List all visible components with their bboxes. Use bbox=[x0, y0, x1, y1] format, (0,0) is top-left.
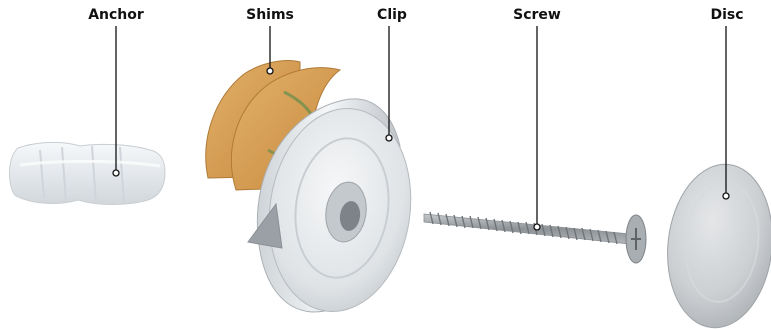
anchor-label: Anchor bbox=[88, 7, 144, 23]
screw-label: Screw bbox=[513, 7, 561, 23]
anchor-part bbox=[10, 142, 166, 204]
shims-leader-dot bbox=[267, 68, 273, 74]
clip-label: Clip bbox=[377, 7, 407, 23]
disc-part bbox=[660, 159, 771, 329]
disc-leader-dot bbox=[723, 193, 729, 199]
screw-part bbox=[424, 212, 646, 263]
leader-lines bbox=[113, 26, 729, 230]
anchor-leader-dot bbox=[113, 170, 119, 176]
shims-label: Shims bbox=[246, 7, 294, 23]
screw-leader-dot bbox=[534, 224, 540, 230]
disc-label: Disc bbox=[710, 7, 743, 23]
clip-leader-dot bbox=[386, 135, 392, 141]
